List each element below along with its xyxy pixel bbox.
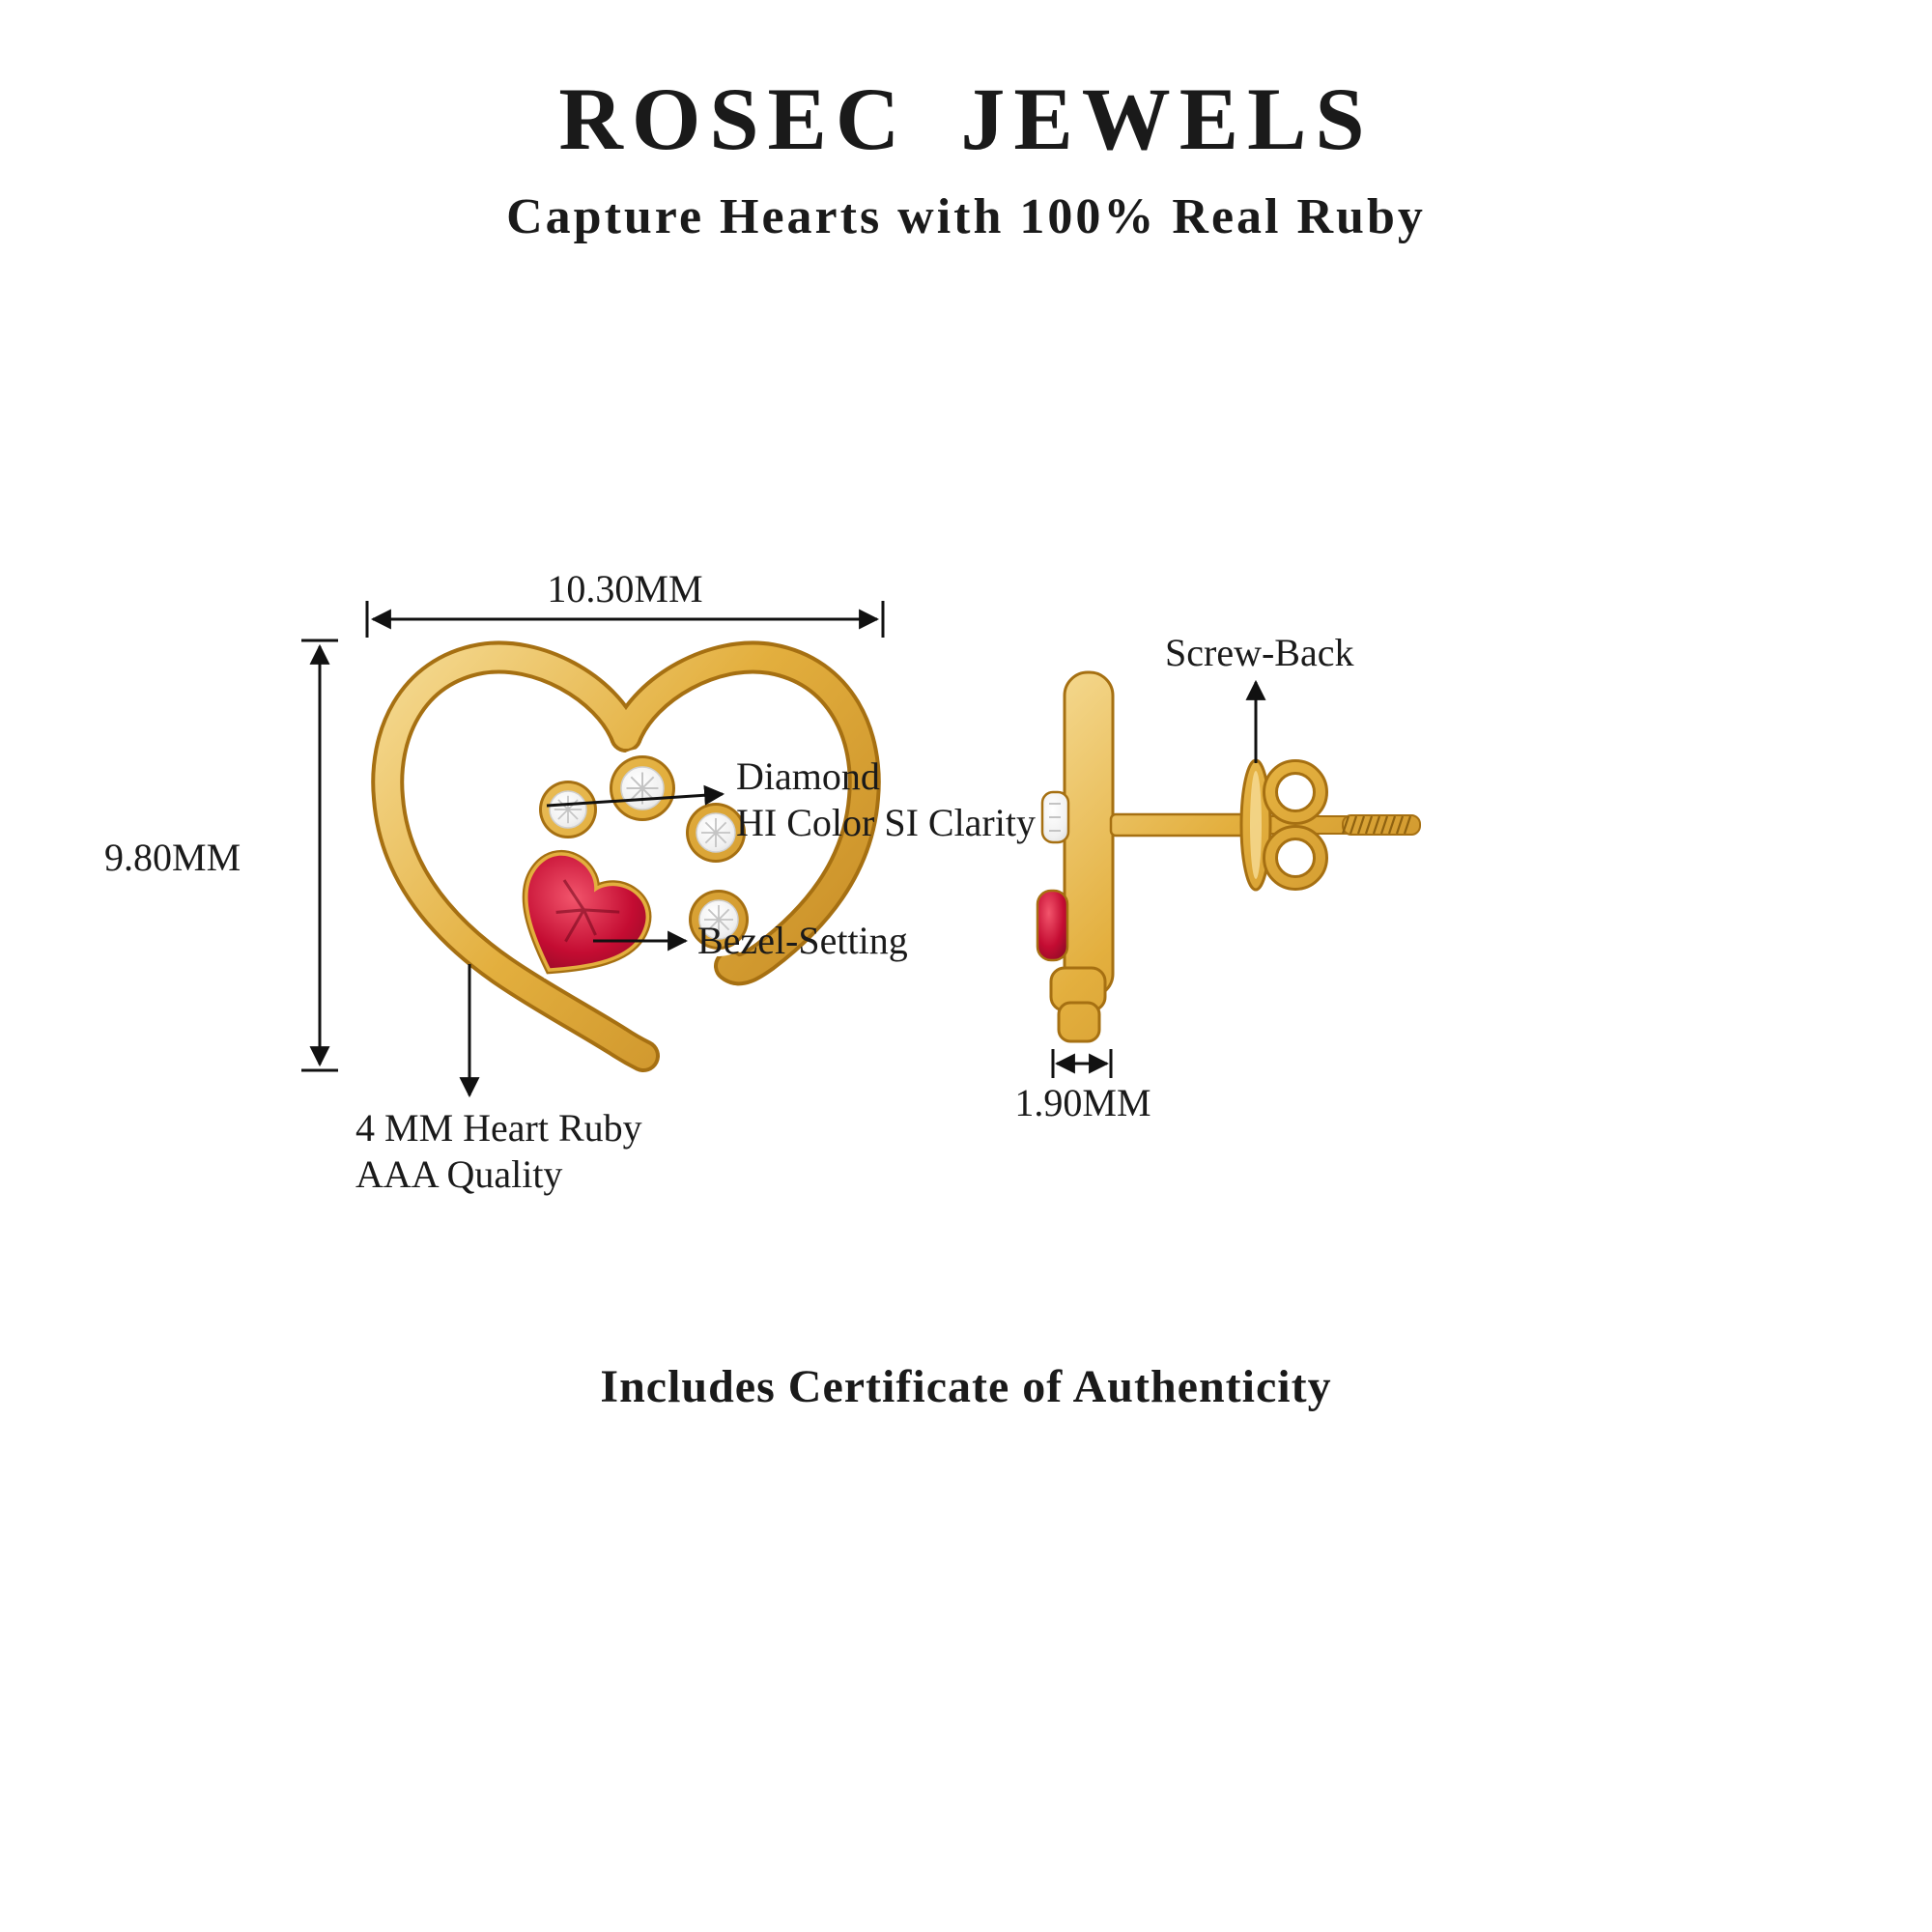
front-view-illustration <box>371 640 881 1072</box>
diamond-stone-3 <box>679 796 753 869</box>
brand-title: ROSEC JEWELS <box>558 70 1374 168</box>
brand-subtitle: Capture Hearts with 100% Real Ruby <box>506 189 1426 244</box>
diamond-callout-arrow <box>546 784 725 808</box>
width-dimension-line <box>365 601 885 638</box>
butterfly-clutch <box>1263 759 1328 891</box>
ruby-callout-label: 4 MM Heart Ruby AAA Quality <box>355 1105 642 1198</box>
diamond-callout-label: Diamond HI Color SI Clarity <box>736 753 1036 846</box>
heart-band-left <box>375 644 656 1068</box>
side-profile-body <box>1063 670 1115 999</box>
diamond-stone-2 <box>603 749 682 828</box>
thickness-dimension-line <box>1051 1049 1113 1078</box>
side-ruby-edge <box>1036 889 1069 962</box>
certificate-note: Includes Certificate of Authenticity <box>600 1361 1332 1412</box>
screw-post <box>1109 812 1260 838</box>
height-dimension-line <box>301 639 338 1072</box>
diamond-stone-1 <box>532 774 604 845</box>
thickness-dimension-label: 1.90MM <box>1014 1081 1151 1124</box>
ruby-callout-line1: 4 MM Heart Ruby <box>355 1106 642 1150</box>
diamond-stone-4 <box>682 883 755 956</box>
diamond-callout-line2: HI Color SI Clarity <box>736 801 1036 844</box>
screw-threads <box>1341 815 1412 835</box>
side-diamond-facets <box>1049 803 1061 832</box>
side-view-illustration <box>1036 670 1421 1043</box>
screw-back-label: Screw-Back <box>1165 631 1354 674</box>
back-disc-highlight <box>1250 771 1262 879</box>
heart-band-right <box>613 644 877 982</box>
bezel-setting-label: Bezel-Setting <box>697 919 908 962</box>
side-profile-tail <box>1057 1001 1101 1043</box>
diamond-callout-line1: Diamond <box>736 754 880 798</box>
width-dimension-label: 10.30MM <box>547 567 703 611</box>
ruby-callout-line2: AAA Quality <box>355 1152 563 1196</box>
height-dimension-label: 9.80MM <box>104 836 242 879</box>
